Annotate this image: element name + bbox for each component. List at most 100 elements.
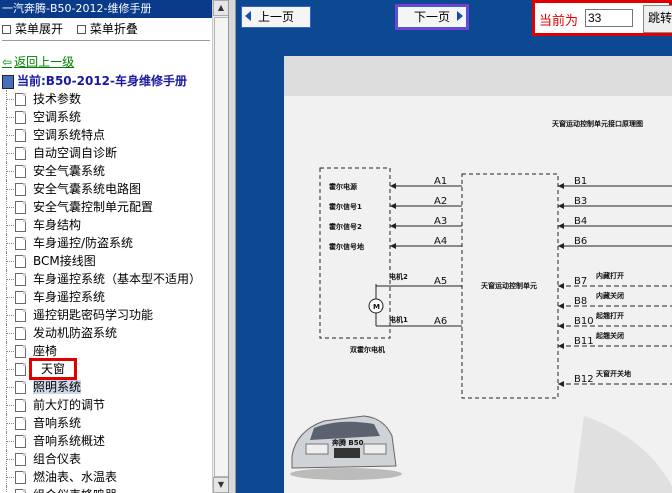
document-icon — [15, 345, 26, 358]
switch-signal-label: 起翘打开 — [595, 311, 624, 320]
pin-label: B1 — [574, 176, 587, 187]
toc-item[interactable]: 座椅 — [0, 342, 210, 360]
toc-item[interactable]: 自动空调自诊断 — [0, 144, 210, 162]
car-image: 奔腾 B50 — [290, 415, 402, 480]
toc-item[interactable]: 车身遥控系统 — [0, 288, 210, 306]
toc-item-label: 照明系统 — [33, 380, 82, 394]
menu-collapse-button[interactable]: 菜单折叠 — [76, 22, 138, 36]
toc-item[interactable]: 音响系统 — [0, 414, 210, 432]
hall-signal-label: 霍尔信号1 — [329, 202, 362, 211]
motor-symbol-label: M — [373, 303, 380, 311]
toc-item-label: 遥控钥匙密码学习功能 — [33, 308, 154, 322]
toc-item-label: 车身结构 — [33, 218, 82, 232]
left-scrollbar[interactable]: ▲ ▼ — [212, 0, 229, 493]
switch-signal-label: 起翘关闭 — [595, 331, 624, 340]
toc-item-label: 车身遥控系统 — [33, 290, 106, 304]
diagram-title: 天窗运动控制单元接口原理图 — [552, 119, 643, 128]
toc-item[interactable]: 照明系统 — [0, 378, 210, 396]
pin-label: A1 — [434, 176, 447, 187]
collapse-icon — [76, 25, 86, 34]
document-icon — [15, 327, 26, 340]
scroll-up-icon[interactable]: ▲ — [213, 0, 229, 16]
pin-label: A5 — [434, 276, 447, 287]
toc-item-label: 天窗 — [28, 358, 78, 380]
sunroof-wiring-diagram: 天窗运动控制单元接口原理图 天窗运动控制单元 A1霍尔电源A2霍尔信号1A3霍尔… — [284, 56, 672, 493]
back-arrow-icon: ⇦ — [2, 55, 13, 69]
toc-item-label: 发动机防盗系统 — [33, 326, 118, 340]
pin-label: B6 — [574, 236, 587, 247]
toc-item-label: 燃油表、水温表 — [33, 470, 118, 484]
pin-label: A4 — [434, 236, 447, 247]
toc-item[interactable]: 空调系统 — [0, 108, 210, 126]
document-icon — [15, 273, 26, 286]
frame-divider[interactable] — [228, 0, 236, 493]
toc-item-label: 前大灯的调节 — [33, 398, 106, 412]
menu-collapse-label: 菜单折叠 — [89, 22, 138, 36]
toc-item-label: 音响系统 — [33, 416, 82, 430]
toc-item-label: 组合仪表蜂鸣器 — [33, 488, 117, 493]
left-nav-pane: 一汽奔腾-B50-2012-维修手册 菜单展开 菜单折叠 ⇦返回上一级 当前:B… — [0, 0, 212, 493]
document-icon — [15, 147, 26, 160]
scroll-down-icon[interactable]: ▼ — [213, 477, 229, 493]
document-icon — [15, 237, 26, 250]
toc-item[interactable]: 技术参数 — [0, 90, 210, 108]
toc-item[interactable]: BCM接线图 — [0, 252, 210, 270]
toc-item[interactable]: 车身遥控/防盗系统 — [0, 234, 210, 252]
car-badge: 奔腾 B50 — [331, 438, 364, 447]
expand-icon — [2, 25, 11, 34]
control-unit-label: 天窗运动控制单元 — [481, 281, 537, 290]
pin-label: B10 — [574, 316, 594, 327]
toc-item[interactable]: 音响系统概述 — [0, 432, 210, 450]
document-icon — [15, 381, 26, 394]
toc-item[interactable]: 组合仪表蜂鸣器 — [0, 486, 210, 493]
toc-item[interactable]: 安全气囊系统 — [0, 162, 210, 180]
prev-arrow-icon — [245, 11, 251, 21]
pin-label: A6 — [434, 316, 447, 327]
toc-item-label: 安全气囊系统电路图 — [33, 182, 142, 196]
document-icon — [15, 399, 26, 412]
toc-item[interactable]: 前大灯的调节 — [0, 396, 210, 414]
document-icon — [15, 93, 26, 106]
toc-item-label: 自动空调自诊断 — [33, 146, 118, 160]
hall-signal-label: 霍尔电源 — [329, 182, 357, 191]
toc-item[interactable]: 燃油表、水温表 — [0, 468, 210, 486]
motor-caption: 双霍尔电机 — [350, 345, 385, 354]
toc-item[interactable]: 空调系统特点 — [0, 126, 210, 144]
toc-item[interactable]: 发动机防盗系统 — [0, 324, 210, 342]
book-icon — [2, 74, 14, 89]
document-icon — [15, 219, 26, 232]
document-icon — [15, 489, 26, 493]
toc-item[interactable]: 组合仪表 — [0, 450, 210, 468]
page-number-input[interactable] — [585, 9, 633, 27]
document-icon — [15, 111, 26, 124]
document-icon — [15, 129, 26, 142]
menu-expand-button[interactable]: 菜单展开 — [2, 22, 63, 36]
toc-item-label: 座椅 — [33, 344, 58, 358]
toc-item-label: 车身遥控/防盗系统 — [33, 236, 134, 250]
switch-signal-label: 天窗开关地 — [596, 369, 631, 378]
toc-item[interactable]: 车身遥控系统（基本型不适用） — [0, 270, 210, 288]
toc-item[interactable]: 安全气囊系统电路图 — [0, 180, 210, 198]
pin-label: B8 — [574, 296, 587, 307]
toc-item-label: 组合仪表 — [33, 452, 82, 466]
go-button[interactable]: 跳转 — [643, 5, 672, 33]
document-icon — [15, 165, 26, 178]
pin-label: B3 — [574, 196, 587, 207]
toc-item[interactable]: 安全气囊控制单元配置 — [0, 198, 210, 216]
prev-page-button[interactable]: 上一页 — [241, 6, 311, 28]
pin-label: B7 — [574, 276, 587, 287]
document-icon — [15, 417, 26, 430]
back-link[interactable]: ⇦返回上一级 — [2, 54, 74, 70]
pin-label: A2 — [434, 196, 447, 207]
manual-title: 一汽奔腾-B50-2012-维修手册 — [0, 0, 212, 18]
toc-item[interactable]: 天窗 — [0, 358, 210, 380]
toc-item[interactable]: 车身结构 — [0, 216, 210, 234]
scrollbar-thumb[interactable] — [214, 17, 229, 477]
current-section-label: 当前:B50-2012-车身维修手册 — [17, 74, 188, 88]
toc-tree: 技术参数空调系统空调系统特点自动空调自诊断安全气囊系统安全气囊系统电路图安全气囊… — [0, 90, 210, 493]
toc-item[interactable]: 遥控钥匙密码学习功能 — [0, 306, 210, 324]
switch-signal-label: 内藏打开 — [596, 271, 624, 280]
next-page-button[interactable]: 下一页 — [395, 4, 469, 30]
switch-signal-label: 内藏关闭 — [596, 291, 624, 300]
next-page-label: 下一页 — [413, 10, 450, 24]
